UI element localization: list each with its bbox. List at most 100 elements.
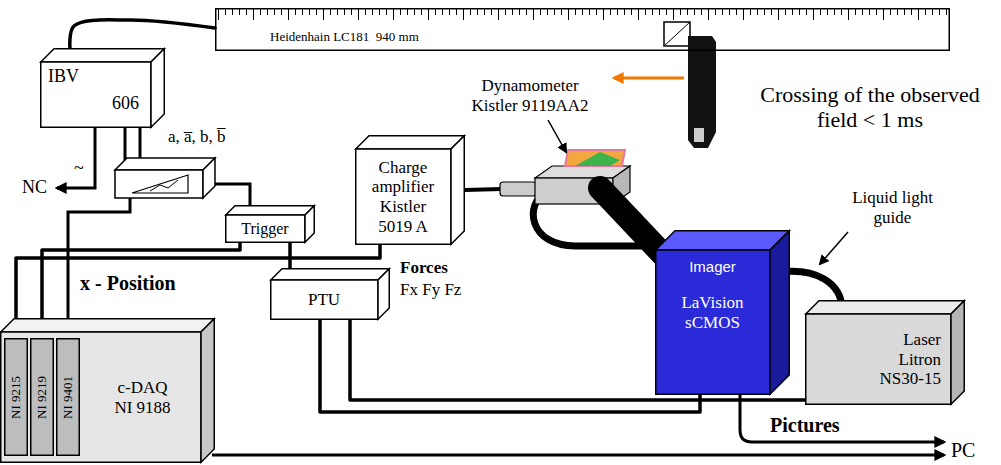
- interpolator-symbol: [150, 180, 178, 191]
- counter-box: IBV606: [40, 48, 165, 128]
- leader-line: [820, 232, 848, 264]
- amplifier-box: Charge amplifier Kistler 5019 A: [355, 135, 465, 245]
- annotation-label: PC: [951, 439, 996, 462]
- node-text: Imager: [689, 258, 736, 275]
- counter-box-side: [151, 49, 164, 128]
- laser-box-top: [806, 301, 965, 314]
- interpolator-box: [115, 158, 215, 170]
- node-content: NI 9215: [4, 338, 28, 456]
- annotation-label: Crossing of the observed field < 1 ms: [760, 82, 980, 133]
- counter-box-top: [41, 49, 165, 62]
- laser-box-side: [951, 301, 964, 405]
- node-content: Charge amplifier Kistler 5019 A: [355, 149, 451, 245]
- interpolator-box: [203, 158, 215, 198]
- annotation-label: a, a̅, b, b̅: [168, 127, 268, 147]
- cable-connector: [70, 20, 215, 49]
- io-module-outline: [31, 339, 54, 456]
- node-text: PTU: [308, 290, 340, 310]
- leader-line: [548, 120, 566, 152]
- annotation-label: NC: [22, 177, 62, 198]
- daq-chassis: c-DAQ NI 9188 NI 9215 NI 9219 NI 9401: [0, 318, 215, 463]
- amplifier-box-side: [451, 136, 464, 245]
- annotation-label: Fx Fy Fz: [400, 280, 490, 300]
- node-text: Trigger: [241, 220, 288, 238]
- camera-box-outline: [655, 230, 790, 395]
- node-text: NI 9219: [35, 376, 50, 419]
- scale-carriage: [664, 22, 690, 46]
- laser-box-outline: [805, 300, 965, 405]
- trigger-box-front: [226, 215, 305, 242]
- node-content: Laser Litron NS30-15: [805, 314, 951, 405]
- ptu-box: PTU: [270, 268, 390, 320]
- annotation-label: Pictures: [770, 414, 870, 437]
- force-cable: [465, 189, 502, 190]
- node-text: Heidenhain LC181 940 mm: [270, 30, 419, 45]
- trigger-box-side: [305, 206, 314, 243]
- interpolator-symbol: [132, 175, 188, 193]
- linear-scale: Heidenhain LC181 940 mm: [215, 8, 950, 51]
- annotation-label: ~: [74, 158, 92, 179]
- trigger-box-top: [226, 206, 315, 215]
- node-content: IBV606: [40, 62, 151, 128]
- annotation-label: Forces: [400, 258, 490, 278]
- camera-box-front: [656, 250, 770, 394]
- io-module: NI 9215: [4, 338, 28, 456]
- ptu-box-side: [378, 269, 389, 320]
- camera-box-top: [656, 231, 790, 250]
- daq-chassis-top: [1, 319, 215, 332]
- camera-box-side: [770, 231, 789, 395]
- node-text: IBV: [48, 66, 79, 87]
- node-content: PTU: [270, 280, 378, 320]
- ptu-box-front: [271, 280, 378, 319]
- io-module-outline: [57, 339, 80, 456]
- node-content: NI 9401: [56, 338, 80, 456]
- camera-box: ImagerLaVision sCMOS: [655, 230, 790, 395]
- io-module: NI 9219: [30, 338, 54, 456]
- node-text: NI 9215: [9, 376, 24, 419]
- io-module-outline: [5, 339, 28, 456]
- node-content: NI 9219: [30, 338, 54, 456]
- interpolator-box: [115, 170, 203, 198]
- laser-box-front: [806, 314, 951, 404]
- trigger-box: Trigger: [225, 205, 315, 243]
- feed-arrow: [614, 77, 684, 80]
- workpiece: [565, 150, 625, 166]
- node-content: Trigger: [225, 215, 305, 243]
- node-content: ImagerLaVision sCMOS: [655, 250, 770, 395]
- annotation-label: Dynamometer Kistler 9119AA2: [465, 76, 595, 115]
- annotation-label: Liquid light guide: [835, 188, 950, 227]
- daq-chassis-front: [1, 332, 201, 462]
- scale-ground: [215, 8, 950, 48]
- scale-carriage: [664, 22, 690, 46]
- amplifier-box-front: [356, 149, 451, 244]
- annotation-label: x - Position: [80, 272, 230, 295]
- amplifier-box-top: [356, 136, 465, 149]
- daq-chassis-side: [201, 319, 214, 463]
- counter-box-outline: [40, 48, 165, 128]
- node-text: c-DAQ NI 9188: [110, 378, 176, 417]
- node-text: Laser Litron NS30-15: [861, 330, 941, 389]
- laser-box: Laser Litron NS30-15: [805, 300, 965, 405]
- cutting-insert: [694, 128, 704, 142]
- ptu-box-top: [271, 269, 390, 280]
- cable-connector-plug: [500, 182, 536, 196]
- scale-ticks: [218, 9, 947, 21]
- cable-connector: [320, 320, 700, 412]
- chip-zone: [575, 152, 620, 166]
- tool-holder: [688, 36, 716, 148]
- node-content: c-DAQ NI 9188: [84, 332, 201, 463]
- scale-ticks: [218, 9, 947, 21]
- node-content: Heidenhain LC181 940 mm: [270, 30, 670, 48]
- node-text: Charge amplifier Kistler 5019 A: [363, 158, 443, 236]
- node-text: NI 9401: [61, 376, 76, 419]
- node-text: LaVision sCMOS: [668, 293, 758, 332]
- position-cable: [68, 198, 130, 334]
- counter-box-front: [41, 62, 151, 127]
- cable-connector: [288, 243, 292, 268]
- nc-output-arrow: [57, 120, 95, 188]
- data-cable: [212, 454, 944, 457]
- linear-scale-outline: [216, 9, 950, 51]
- io-module: NI 9401: [56, 338, 80, 456]
